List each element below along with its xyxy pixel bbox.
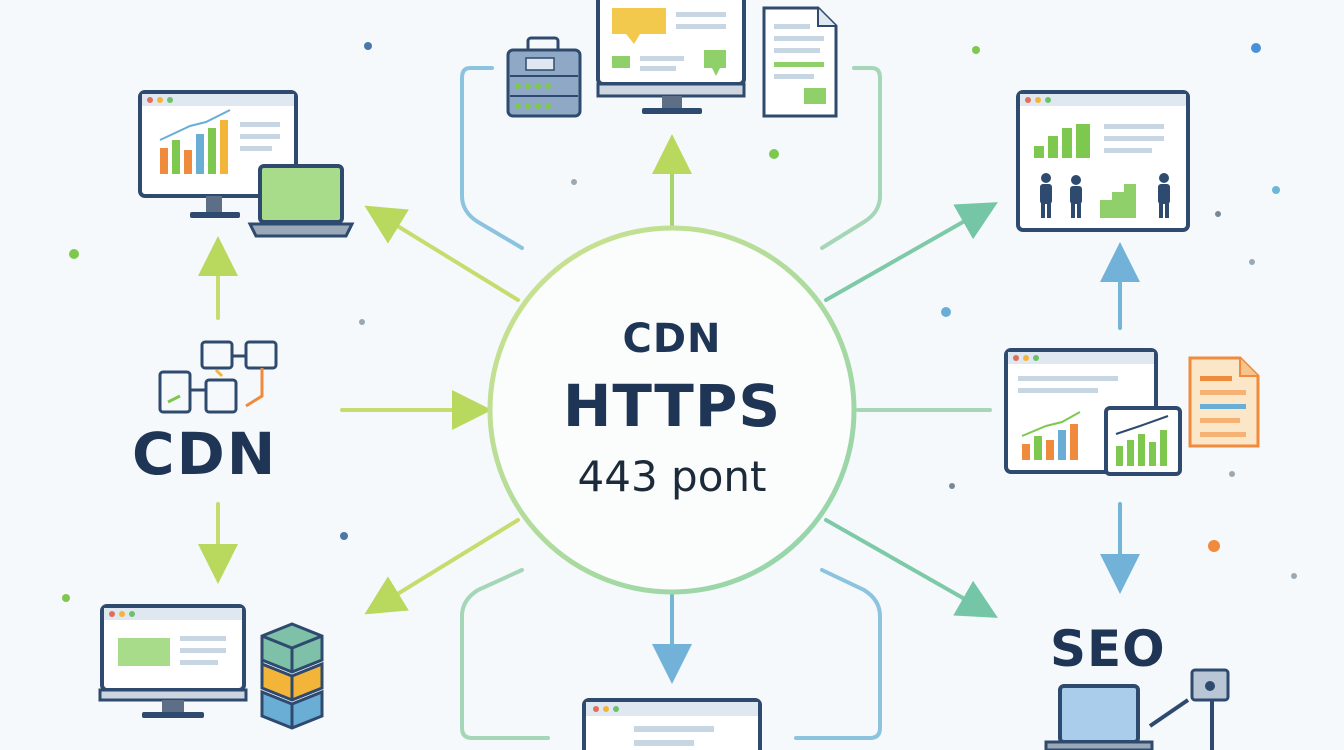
team-growth-chart-icon bbox=[1016, 90, 1190, 232]
laptop-icon bbox=[247, 164, 355, 238]
hub-title-https: HTTPS bbox=[562, 372, 782, 440]
decorative-dots bbox=[62, 42, 1297, 602]
cdn-label: CDN bbox=[132, 420, 278, 488]
hub-title-cdn: CDN bbox=[622, 316, 722, 362]
document-icon bbox=[762, 6, 838, 118]
report-document-icon bbox=[1188, 356, 1260, 448]
server-icon bbox=[506, 36, 582, 118]
analytics-monitor-icon bbox=[138, 90, 298, 218]
webpage-monitor-icon bbox=[98, 604, 248, 718]
hub-port-label: 443 pont bbox=[577, 452, 767, 501]
dashboard-icon bbox=[1004, 348, 1182, 476]
seo-label: SEO bbox=[1050, 620, 1166, 678]
browser-window-icon bbox=[582, 698, 762, 750]
network-flow-icon bbox=[158, 340, 278, 414]
seo-laptop-icon bbox=[1044, 668, 1230, 750]
connection-arrows bbox=[198, 66, 1140, 740]
database-stack-icon bbox=[260, 622, 324, 730]
hub-circle bbox=[487, 225, 857, 595]
web-monitor-icon bbox=[596, 0, 746, 114]
